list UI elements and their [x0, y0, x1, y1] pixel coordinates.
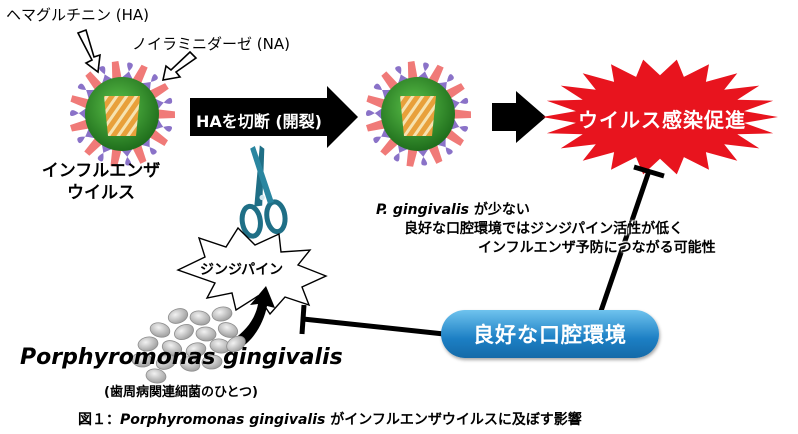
caption-rest: がインフルエンザウイルスに及ぼす影響 [325, 412, 582, 428]
note-line-1: P. gingivalis が少ない [340, 201, 790, 220]
ha-spike [70, 95, 90, 109]
virus-rna [400, 96, 436, 136]
cleave-arrow [190, 86, 358, 148]
burst-icon [542, 59, 778, 175]
figure-caption: 図１：Porphyromonas gingivalis がインフルエンザウイルス… [78, 409, 582, 429]
na-spike [140, 136, 157, 155]
virus-icon [70, 60, 176, 167]
virus-cleaved-icon [366, 60, 472, 167]
ha-spike [445, 83, 465, 99]
bacteria-icon [131, 306, 246, 384]
bacterium-cell [185, 342, 207, 358]
ha-spike [428, 144, 443, 164]
bacterium-cell [201, 354, 223, 370]
ha-label: ヘマグルチニン (HA) [6, 6, 150, 24]
note-line-2: 良好な口腔環境ではジンジパイン活性が低く [404, 221, 684, 237]
oral-environment-badge: 良好な口腔環境 [441, 310, 659, 358]
na-pointer-arrow [161, 50, 198, 81]
virus-rna [104, 96, 140, 136]
bacterium-cell [211, 306, 233, 322]
ha-spike [149, 83, 169, 99]
promote-arrow [492, 91, 546, 143]
ha-spike [132, 144, 147, 164]
na-spike [70, 107, 87, 121]
ha-spike [406, 148, 418, 167]
ha-spike [132, 64, 148, 84]
na-spike [154, 97, 173, 110]
na-spike [417, 62, 430, 80]
gingipain-label: ジンジパイン [200, 262, 284, 278]
caption-species: Porphyromonas gingivalis [120, 412, 326, 428]
bacterium-cell [137, 336, 159, 352]
na-spike [436, 136, 453, 155]
cleave-label: HAを切断 (開裂) [196, 112, 322, 131]
na-spike [121, 148, 134, 166]
na-spike [366, 107, 383, 121]
ha-spike [149, 129, 168, 147]
note-species: P. gingivalis [376, 202, 469, 218]
inhibit-gingipain-line [299, 304, 445, 337]
bacterium-cell [149, 322, 171, 338]
bacterium-cell [179, 356, 201, 372]
scissors-icon [239, 145, 288, 239]
ha-spike [366, 119, 386, 132]
promote-label: ウイルス感染促進 [578, 108, 746, 132]
na-spike [154, 118, 173, 132]
ha-spike [380, 137, 399, 156]
ha-spike [366, 95, 386, 109]
ha-spike [428, 64, 444, 84]
na-spike [417, 148, 430, 166]
bacterium-cell [217, 322, 239, 338]
ha-pointer-arrow [76, 28, 101, 74]
na-spike [121, 62, 134, 80]
bacterium-cell [155, 354, 177, 370]
secrete-arrow [232, 286, 275, 348]
inhibit-infection-line [598, 164, 665, 312]
ha-spike [85, 71, 103, 91]
ha-spike [111, 60, 122, 80]
ha-spike [110, 148, 122, 167]
ha-spike [381, 71, 399, 91]
bacterium-cell [174, 323, 194, 341]
bacterium-cell [131, 352, 153, 368]
ha-spike [70, 119, 90, 132]
virus-label: インフルエンザ ウイルス [41, 161, 161, 203]
oral-note: P. gingivalis が少ない 良好な口腔環境ではジンジパイン活性が低く … [340, 201, 790, 258]
bacterium-cell [195, 326, 217, 342]
caption-prefix: 図１： [78, 412, 120, 428]
ha-spike [84, 137, 103, 156]
ha-spike [453, 109, 472, 119]
na-label: ノイラミニダーゼ (NA) [132, 35, 290, 53]
ha-spike [445, 129, 464, 147]
na-spike [450, 97, 469, 110]
bacterium-cell [145, 368, 167, 384]
na-spike [450, 118, 469, 132]
ha-spike [157, 109, 176, 119]
bacterium-cell [167, 308, 189, 324]
note-line-3: インフルエンザ予防につながる可能性 [478, 240, 716, 256]
bacterium-name: Porphyromonas gingivalis [20, 345, 343, 370]
ha-spike [407, 60, 418, 80]
gingipain-burst [176, 226, 328, 316]
bacterium-cell [189, 310, 211, 326]
bacterium-note: (歯周病関連細菌のひとつ) [104, 385, 258, 400]
bacterium-cell [226, 335, 246, 353]
note-line-1-rest: が少ない [468, 202, 530, 218]
